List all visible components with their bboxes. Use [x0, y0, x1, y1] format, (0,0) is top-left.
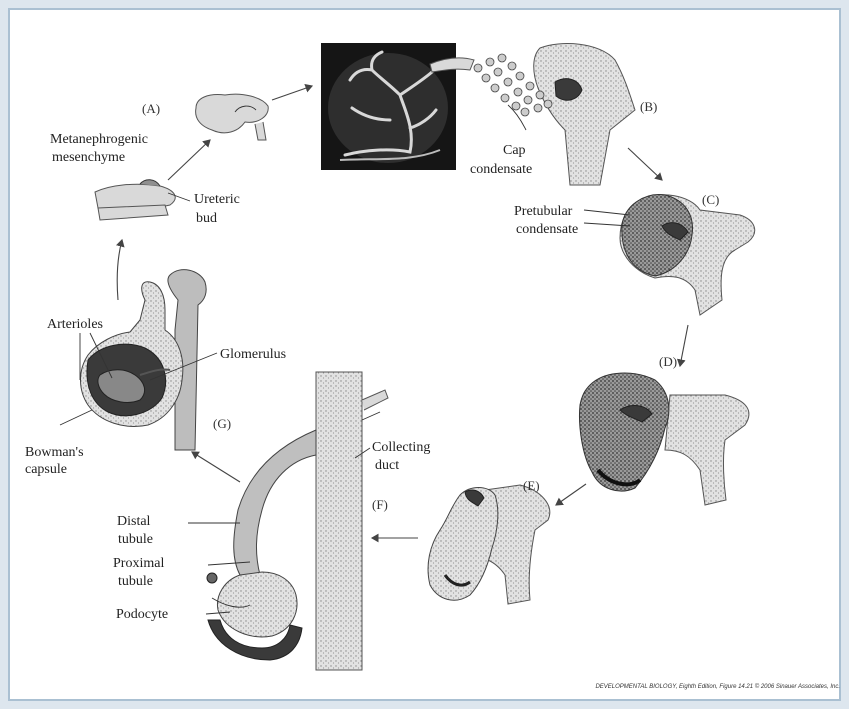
stage-label-e: (E) — [523, 478, 540, 493]
stage-label-g: (G) — [213, 416, 231, 431]
label-distal-1: Distal — [117, 514, 151, 529]
label-proximal-1: Proximal — [113, 556, 164, 571]
label-collecting-1: Collecting — [372, 440, 430, 455]
stage-label-a: (A) — [142, 101, 160, 116]
figure-credit: DEVELOPMENTAL BIOLOGY, Eighth Edition, F… — [595, 683, 840, 690]
stage-f-nephron-illustration — [207, 430, 316, 660]
stage-c-illustration — [620, 195, 755, 315]
label-bowmans-1: Bowman's — [25, 445, 84, 460]
label-metanephrogenic-1: Metanephrogenic — [50, 132, 148, 147]
label-bowmans-2: capsule — [25, 462, 67, 477]
label-collecting-2: duct — [375, 458, 399, 473]
label-pretubular-1: Pretubular — [514, 204, 573, 219]
stage-label-c: (C) — [702, 192, 719, 207]
label-cap-1: Cap — [503, 143, 526, 158]
stage-label-d: (D) — [659, 354, 677, 369]
label-podocyte: Podocyte — [116, 607, 168, 622]
label-ureteric-2: bud — [196, 211, 217, 226]
label-metanephrogenic-2: mesenchyme — [52, 150, 125, 165]
stage-label-b: (B) — [640, 99, 657, 114]
stage-e-illustration — [428, 485, 550, 604]
label-arterioles: Arterioles — [47, 317, 103, 332]
label-ureteric-1: Ureteric — [194, 192, 240, 207]
collecting-duct-illustration — [316, 372, 388, 670]
stage-b-illustration — [430, 44, 635, 185]
label-proximal-2: tubule — [118, 574, 153, 589]
label-cap-2: condensate — [470, 162, 532, 177]
stage-g-nephron-illustration — [81, 270, 207, 450]
label-distal-2: tubule — [118, 532, 153, 547]
stage-d-illustration — [580, 373, 749, 505]
stage-label-f: (F) — [372, 497, 388, 512]
label-glomerulus: Glomerulus — [220, 347, 286, 362]
label-pretubular-2: condensate — [516, 222, 578, 237]
